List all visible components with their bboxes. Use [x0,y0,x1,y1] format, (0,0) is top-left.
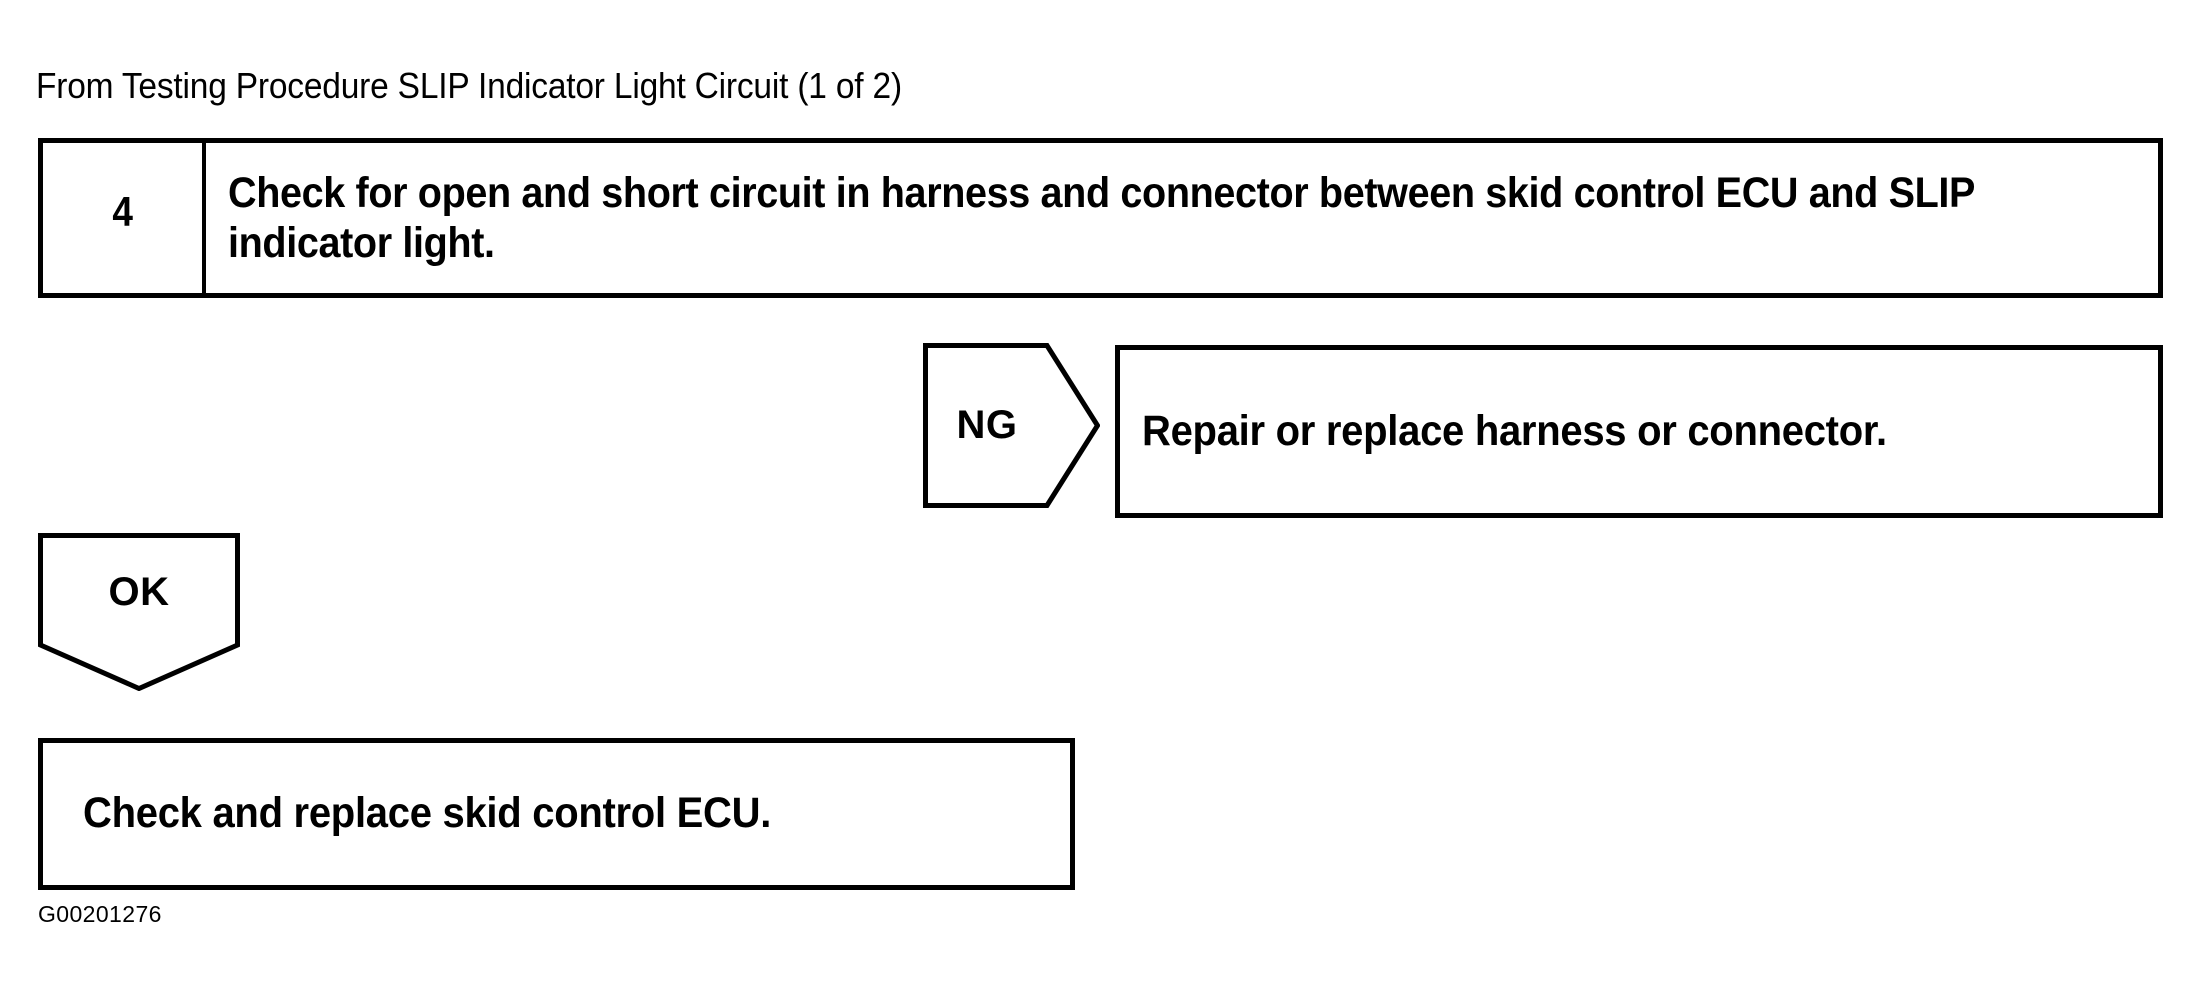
step-instruction-text: Check for open and short circuit in harn… [228,169,1975,267]
pentagon-down-arrow-icon [38,533,240,691]
ng-outcome-text: Repair or replace harness or connector. [1142,406,1887,455]
step-box: 4 Check for open and short circuit in ha… [38,138,2163,298]
step-number: 4 [112,188,133,235]
pentagon-right-arrow-icon [923,343,1100,508]
ng-branch-pentagon: NG [923,343,1100,508]
ok-outcome-box: Check and replace skid control ECU. [38,738,1075,890]
ng-outcome-box: Repair or replace harness or connector. [1115,345,2163,518]
source-reference-text: From Testing Procedure SLIP Indicator Li… [36,65,902,106]
ok-outcome-text: Check and replace skid control ECU. [83,789,772,838]
figure-id-label: G00201276 [38,901,162,927]
ok-branch-pentagon: OK [38,533,240,691]
step-number-cell: 4 [43,143,206,293]
step-instruction-cell: Check for open and short circuit in harn… [206,143,2158,293]
